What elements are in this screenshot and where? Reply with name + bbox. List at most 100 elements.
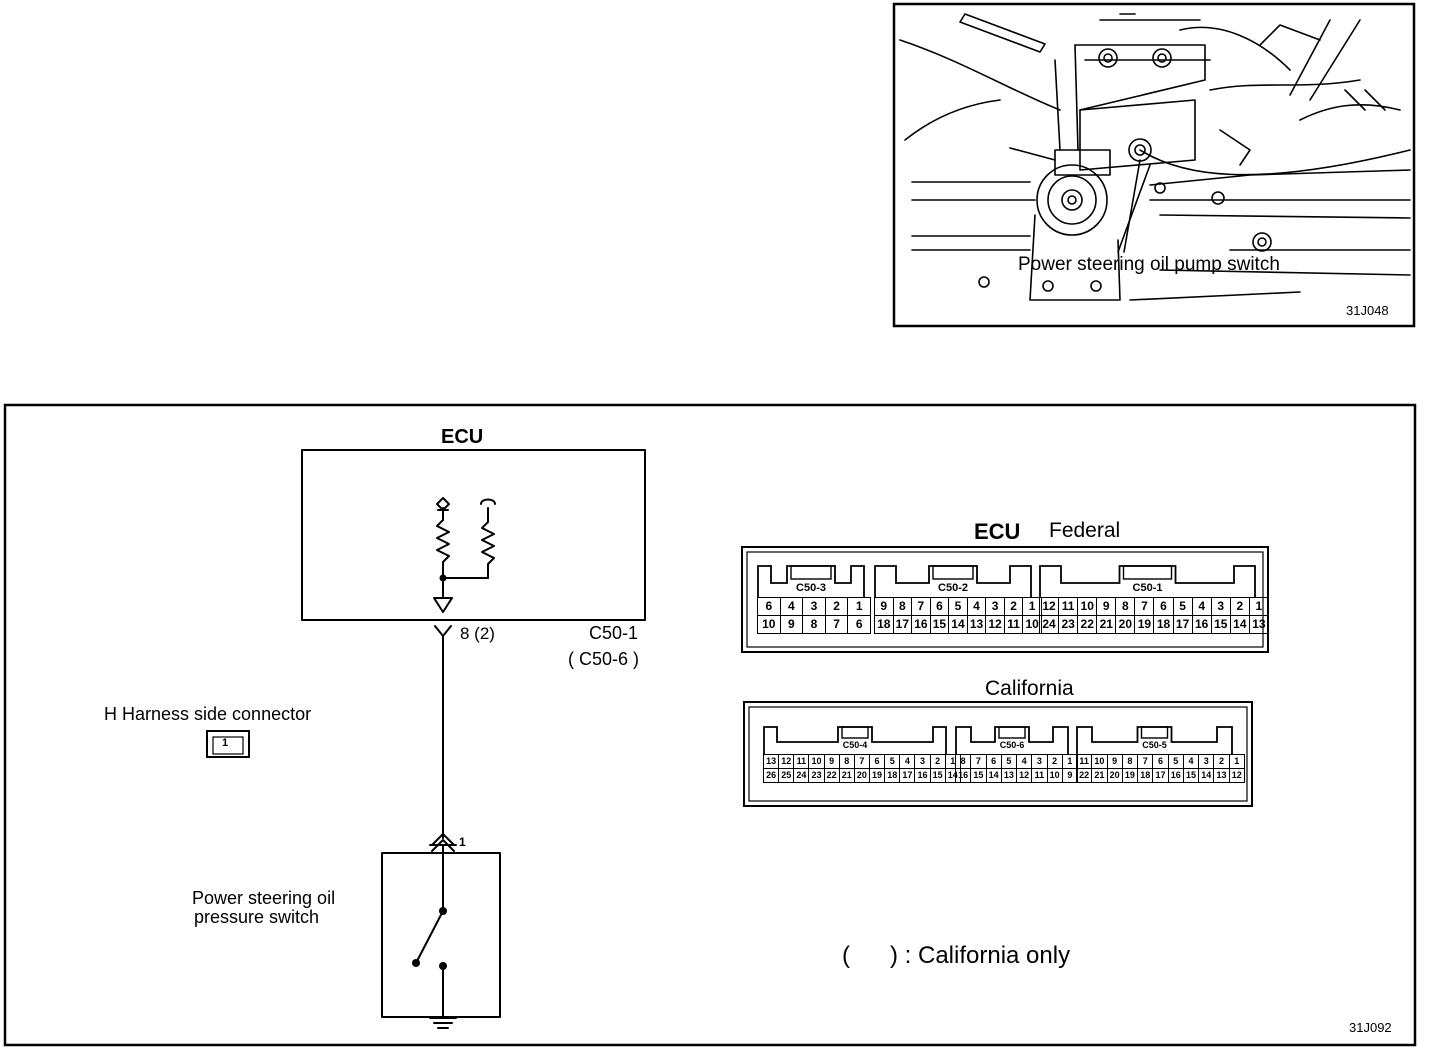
pin-cell: 12 <box>1015 768 1033 783</box>
pin-cell: 22 <box>1075 768 1093 783</box>
pin-cell: 19 <box>1121 768 1139 783</box>
pin-cell: 13 <box>1213 768 1230 783</box>
pin-cell: 12 <box>778 754 795 769</box>
pin-cell: 16 <box>911 615 931 634</box>
pin-cell: 8 <box>838 754 855 769</box>
pin-cell: 7 <box>1137 754 1154 769</box>
pin-cell: 15 <box>1210 615 1231 634</box>
pin-cell: 3 <box>985 597 1005 616</box>
pin-cell: 3 <box>1031 754 1048 769</box>
pin-cell: 24 <box>793 768 810 783</box>
california-title: California <box>985 677 1074 700</box>
federal-ecu-title: ECU <box>974 519 1021 544</box>
pin-cell: 12 <box>985 615 1005 634</box>
pin-cell: 20 <box>853 768 870 783</box>
pin-cell: 6 <box>1153 597 1174 616</box>
pin-cell: 17 <box>899 768 916 783</box>
pin-cell: 10 <box>757 615 781 634</box>
pin-cell: 5 <box>884 754 901 769</box>
pin-cell: 15 <box>1182 768 1200 783</box>
pin-cell: 13 <box>1248 615 1269 634</box>
pin-cell: 2 <box>929 754 946 769</box>
connector-block-name: C50-4 <box>842 740 868 750</box>
pin-cell: 8 <box>892 597 913 616</box>
pin-cell: 13 <box>762 754 780 769</box>
pin-cell: 8 <box>802 615 826 634</box>
pin-cell: 16 <box>954 768 972 783</box>
pin-cell: 2 <box>1229 597 1250 616</box>
photo-callout-label: Power steering oil pump switch <box>1018 254 1280 275</box>
pin-cell: 25 <box>778 768 795 783</box>
pin-cell: 8 <box>1121 754 1139 769</box>
pin-cell: 16 <box>1191 615 1212 634</box>
pin-cell: 5 <box>1172 597 1193 616</box>
pin-cell: 9 <box>1106 754 1123 769</box>
pin-cell: 15 <box>970 768 987 783</box>
diagram-figure-id: 31J092 <box>1349 1020 1392 1035</box>
ecu-pin-label: 8 (2) <box>460 624 495 643</box>
california-legend: ( ) : California only <box>842 942 1071 969</box>
pin-cell: 1 <box>1228 754 1245 769</box>
pin-cell: 22 <box>823 768 840 783</box>
pin-cell: 13 <box>1000 768 1018 783</box>
pin-cell: 16 <box>1167 768 1184 783</box>
pin-cell: 6 <box>1152 754 1169 769</box>
pin-cell: 3 <box>802 597 826 616</box>
pin-cell: 18 <box>884 768 901 783</box>
pin-cell: 1 <box>847 597 871 616</box>
pin-cell: 12 <box>1228 768 1245 783</box>
pin-cell: 11 <box>793 754 810 769</box>
pin-cell: 6 <box>985 754 1002 769</box>
switch-label-line2: pressure switch <box>194 907 320 927</box>
pin-cell: 3 <box>914 754 931 769</box>
pin-cell: 23 <box>808 768 825 783</box>
connector-shell-icon <box>955 726 1069 754</box>
photo-figure-id: 31J048 <box>1346 303 1389 318</box>
ecu-resistor-right <box>481 521 495 579</box>
pin-cell: 13 <box>966 615 987 634</box>
pin-cell: 2 <box>1003 597 1024 616</box>
pin-cell: 15 <box>929 615 950 634</box>
engine-illustration <box>899 13 1411 301</box>
pin-cell: 3 <box>1198 754 1215 769</box>
switch-contact-icon <box>415 910 444 964</box>
pin-cell: 18 <box>874 615 894 634</box>
ecu-ground-icon <box>433 597 453 613</box>
connector-block-name: C50-5 <box>1142 740 1167 750</box>
pin-cell: 16 <box>914 768 931 783</box>
pin-cell: 7 <box>911 597 931 616</box>
pin-cell: 20 <box>1106 768 1123 783</box>
pin-cell: 9 <box>823 754 840 769</box>
pin-cell: 10 <box>1046 768 1063 783</box>
pin-cell: 14 <box>1229 615 1250 634</box>
pin-cell: 2 <box>1046 754 1063 769</box>
pin-cell: 8 <box>1115 597 1136 616</box>
pin-cell: 12 <box>1038 597 1060 616</box>
connector-block-name: C50-6 <box>999 740 1025 750</box>
pin-cell: 4 <box>1191 597 1212 616</box>
pin-cell: 4 <box>1182 754 1200 769</box>
pin-cell: 19 <box>1134 615 1155 634</box>
pin-cell: 11 <box>1058 597 1079 616</box>
connector-shell-icon <box>757 565 865 597</box>
pin-cell: 14 <box>985 768 1002 783</box>
connector-shell-icon <box>1076 726 1233 754</box>
harness-label: H Harness side connector <box>104 704 312 724</box>
pin-cell: 22 <box>1077 615 1098 634</box>
pin-cell: 14 <box>1198 768 1215 783</box>
pin-cell: 7 <box>970 754 987 769</box>
pin-cell: 7 <box>1134 597 1155 616</box>
california-connector-housing <box>743 701 1253 807</box>
connector-main-label: C50-1 <box>589 623 639 643</box>
